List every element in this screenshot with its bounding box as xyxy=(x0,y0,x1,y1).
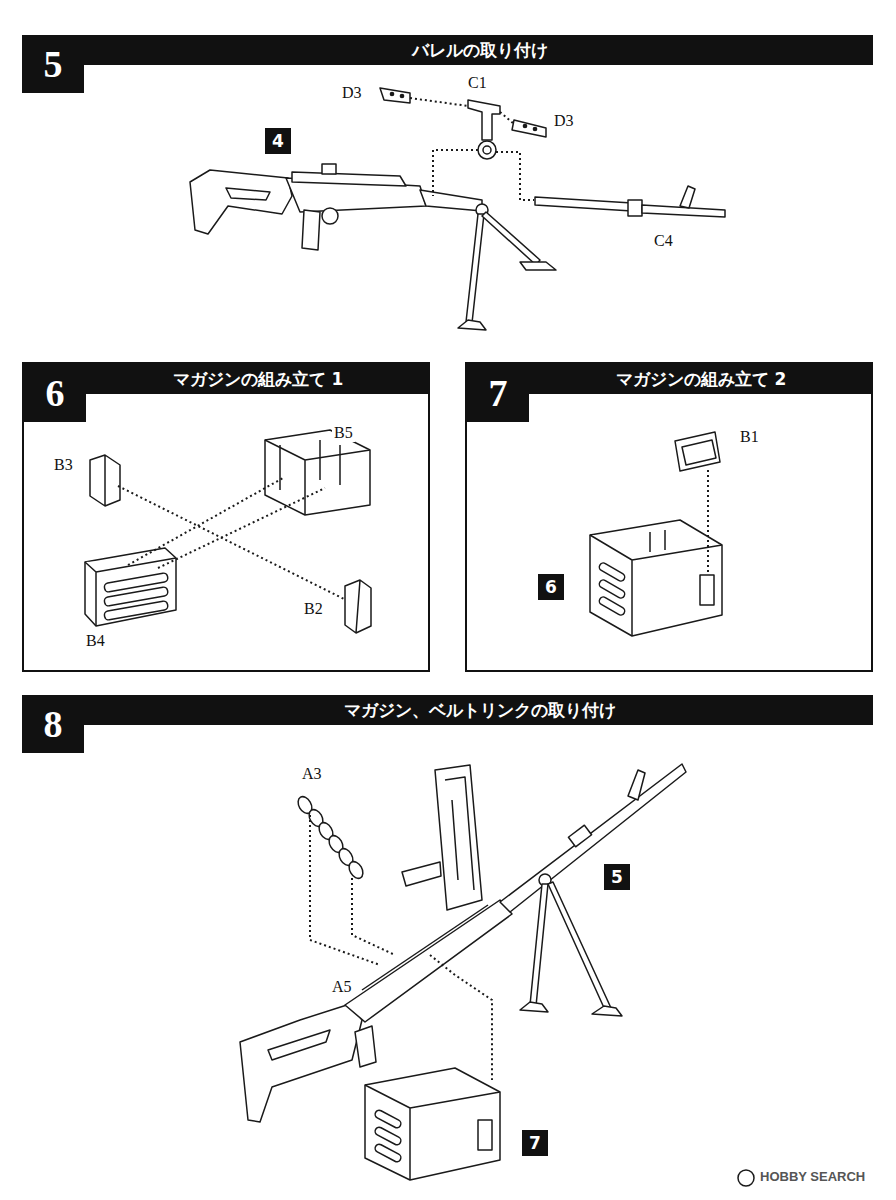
part-b5 xyxy=(265,430,370,515)
part-label: C4 xyxy=(652,232,675,250)
part-d3 xyxy=(380,88,410,103)
step-panel: マガジンの組み立て 1 6 xyxy=(22,362,430,672)
part-label: A5 xyxy=(330,978,354,996)
part-b3 xyxy=(90,455,120,506)
magazine-assembly xyxy=(590,520,722,636)
part-label: D3 xyxy=(340,84,364,102)
callout-number-text: 6 xyxy=(545,579,557,596)
part-b2 xyxy=(345,580,371,633)
part-label: D3 xyxy=(552,112,576,130)
part-label: B5 xyxy=(332,424,355,442)
part-b1 xyxy=(675,432,720,471)
callout-number-text: 7 xyxy=(529,1135,541,1152)
callout-number: 4 xyxy=(265,128,291,154)
part-b4 xyxy=(85,548,176,626)
step-section: バレルの取り付け 5 4 xyxy=(22,35,873,347)
step-title: マガジンの組み立て 2 xyxy=(616,371,787,388)
step-panel: マガジンの組み立て 2 7 6 xyxy=(465,362,873,672)
ammo-belt xyxy=(295,794,365,881)
part-label: A3 xyxy=(300,765,324,783)
step-number: 8 xyxy=(44,705,63,743)
part-label: B1 xyxy=(738,428,761,446)
callout-number: 6 xyxy=(538,574,564,600)
step-number-box: 5 xyxy=(22,35,84,93)
callout-number: 5 xyxy=(604,864,630,890)
callout-number-text: 4 xyxy=(272,133,284,150)
step-title: マガジン、ベルトリンクの取り付け xyxy=(344,702,616,719)
gun-assembly xyxy=(240,764,686,1122)
part-d3 xyxy=(512,120,546,137)
title-band: バレルの取り付け xyxy=(22,35,873,65)
part-label: B3 xyxy=(52,456,75,474)
magazine-assembly xyxy=(365,1068,500,1180)
step-number-box: 7 xyxy=(467,364,529,422)
step-number-box: 8 xyxy=(22,695,84,753)
step-number: 6 xyxy=(46,374,65,412)
step-title: バレルの取り付け xyxy=(412,42,548,59)
callout-number-text: 5 xyxy=(611,869,623,886)
watermark: HOBBY SEARCH xyxy=(758,1170,867,1184)
part-label: B2 xyxy=(302,600,325,618)
leader-lines xyxy=(118,98,708,1080)
step-number: 5 xyxy=(44,45,63,83)
step-number: 7 xyxy=(489,374,508,412)
gun-body xyxy=(190,164,556,330)
watermark-logo xyxy=(738,1170,754,1186)
step-section: マガジン、ベルトリンクの取り付け 8 5 7 xyxy=(22,695,873,1187)
part-label: B4 xyxy=(84,632,107,650)
part-c1 xyxy=(468,100,500,140)
step-number-box: 6 xyxy=(24,364,86,422)
title-band: マガジン、ベルトリンクの取り付け xyxy=(22,695,873,725)
part-label: C1 xyxy=(466,74,489,92)
step-title: マガジンの組み立て 1 xyxy=(173,371,344,388)
part-c4 xyxy=(535,186,725,217)
callout-number: 7 xyxy=(522,1130,548,1156)
